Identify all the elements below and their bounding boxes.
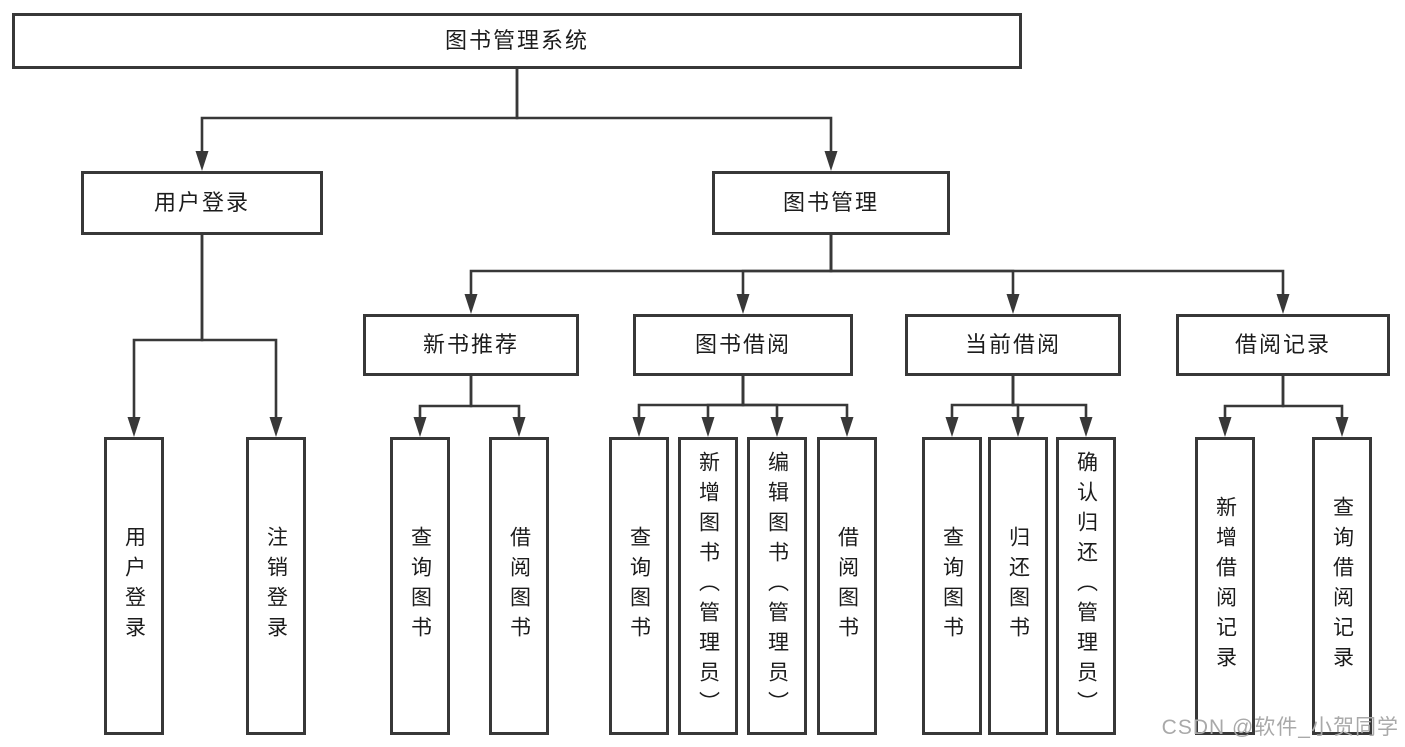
node-leaf-bb-add: 新增图书（管理员） xyxy=(678,437,738,735)
arrowhead-borrow-records xyxy=(1276,294,1290,314)
node-label-leaf-rec-query: 查询图书 xyxy=(408,526,432,646)
node-label-leaf-rec-borrow: 借阅图书 xyxy=(507,526,531,646)
node-leaf-logout: 注销登录 xyxy=(246,437,306,735)
edge-new-book-rec-leaf-rec-borrow xyxy=(469,376,521,419)
arrowhead-leaf-rec-borrow xyxy=(512,417,526,437)
arrowhead-leaf-cb-query xyxy=(945,417,959,437)
node-leaf-rec-borrow: 借阅图书 xyxy=(489,437,549,735)
arrowhead-leaf-bb-add xyxy=(701,417,715,437)
arrowhead-leaf-br-query-record xyxy=(1335,417,1349,437)
arrowhead-current-borrow xyxy=(1006,294,1020,314)
arrowhead-leaf-logout xyxy=(269,417,283,437)
node-label-new-book-rec: 新书推荐 xyxy=(422,332,519,357)
node-label-leaf-bb-edit: 编辑图书（管理员） xyxy=(765,451,789,721)
edge-user-login-leaf-user-login xyxy=(132,235,204,419)
node-book-mgmt: 图书管理 xyxy=(712,171,950,235)
node-label-book-mgmt: 图书管理 xyxy=(782,190,879,215)
node-user-login: 用户登录 xyxy=(81,171,323,235)
arrowhead-leaf-rec-query xyxy=(413,417,427,437)
node-label-current-borrow: 当前借阅 xyxy=(964,332,1061,357)
edge-current-borrow-leaf-cb-query xyxy=(950,376,1015,419)
arrowhead-leaf-br-add-record xyxy=(1218,417,1232,437)
node-leaf-bb-edit: 编辑图书（管理员） xyxy=(747,437,807,735)
node-root: 图书管理系统 xyxy=(12,13,1022,69)
edge-book-borrow-leaf-bb-borrow xyxy=(741,376,849,419)
node-current-borrow: 当前借阅 xyxy=(905,314,1121,376)
edge-book-mgmt-new-book-rec xyxy=(469,235,833,296)
arrowhead-book-mgmt xyxy=(824,151,838,171)
edge-current-borrow-leaf-cb-confirm xyxy=(1011,376,1088,419)
node-label-root: 图书管理系统 xyxy=(444,28,589,53)
node-leaf-user-login: 用户登录 xyxy=(104,437,164,735)
edge-root-book-mgmt xyxy=(515,69,833,153)
edge-book-mgmt-current-borrow xyxy=(829,235,1015,296)
arrowhead-new-book-rec xyxy=(464,294,478,314)
edge-new-book-rec-leaf-rec-query xyxy=(418,376,473,419)
node-book-borrow: 图书借阅 xyxy=(633,314,853,376)
arrowhead-leaf-cb-confirm xyxy=(1079,417,1093,437)
node-leaf-rec-query: 查询图书 xyxy=(390,437,450,735)
node-leaf-cb-confirm: 确认归还（管理员） xyxy=(1056,437,1116,735)
edge-book-borrow-leaf-bb-query xyxy=(637,376,745,419)
node-leaf-cb-return: 归还图书 xyxy=(988,437,1048,735)
arrowhead-user-login xyxy=(195,151,209,171)
arrowhead-leaf-bb-edit xyxy=(770,417,784,437)
watermark-text: CSDN @软件_小贺同学 xyxy=(1161,716,1399,739)
node-label-leaf-br-query-record: 查询借阅记录 xyxy=(1330,496,1354,676)
node-label-leaf-cb-return: 归还图书 xyxy=(1006,526,1030,646)
node-leaf-bb-query: 查询图书 xyxy=(609,437,669,735)
arrowhead-leaf-user-login xyxy=(127,417,141,437)
node-leaf-bb-borrow: 借阅图书 xyxy=(817,437,877,735)
node-label-leaf-cb-query: 查询图书 xyxy=(940,526,964,646)
node-leaf-cb-query: 查询图书 xyxy=(922,437,982,735)
edge-book-borrow-leaf-bb-add xyxy=(706,376,745,419)
edge-borrow-records-leaf-br-add-record xyxy=(1223,376,1285,419)
node-leaf-br-query-record: 查询借阅记录 xyxy=(1312,437,1372,735)
node-leaf-br-add-record: 新增借阅记录 xyxy=(1195,437,1255,735)
node-label-leaf-logout: 注销登录 xyxy=(264,526,288,646)
node-label-user-login: 用户登录 xyxy=(153,190,250,215)
edge-root-user-login xyxy=(200,69,519,153)
edge-book-borrow-leaf-bb-edit xyxy=(741,376,779,419)
node-borrow-records: 借阅记录 xyxy=(1176,314,1390,376)
node-label-leaf-bb-borrow: 借阅图书 xyxy=(835,526,859,646)
node-label-leaf-bb-query: 查询图书 xyxy=(627,526,651,646)
node-new-book-rec: 新书推荐 xyxy=(363,314,579,376)
edge-book-mgmt-book-borrow xyxy=(741,235,833,296)
node-label-leaf-br-add-record: 新增借阅记录 xyxy=(1213,496,1237,676)
arrowhead-leaf-bb-query xyxy=(632,417,646,437)
edge-current-borrow-leaf-cb-return xyxy=(1011,376,1020,419)
edge-book-mgmt-borrow-records xyxy=(829,235,1285,296)
node-label-book-borrow: 图书借阅 xyxy=(694,332,791,357)
edge-user-login-leaf-logout xyxy=(200,235,278,419)
arrowhead-book-borrow xyxy=(736,294,750,314)
node-label-borrow-records: 借阅记录 xyxy=(1234,332,1331,357)
node-label-leaf-user-login: 用户登录 xyxy=(122,526,146,646)
arrowhead-leaf-cb-return xyxy=(1011,417,1025,437)
node-label-leaf-bb-add: 新增图书（管理员） xyxy=(696,451,720,721)
edge-borrow-records-leaf-br-query-record xyxy=(1281,376,1344,419)
node-label-leaf-cb-confirm: 确认归还（管理员） xyxy=(1074,451,1098,721)
arrowhead-leaf-bb-borrow xyxy=(840,417,854,437)
